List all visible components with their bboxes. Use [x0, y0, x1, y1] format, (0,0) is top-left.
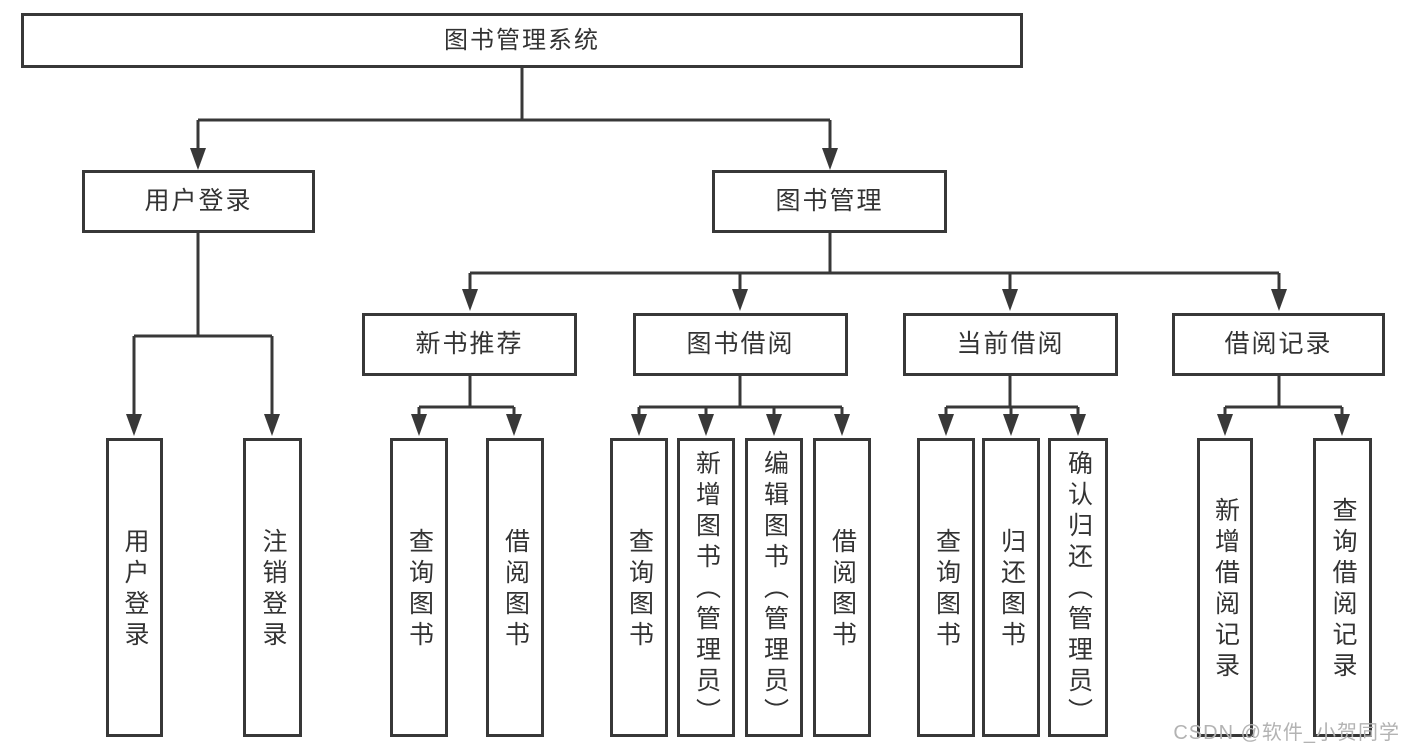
leaf-return-books: 归还图书 [982, 438, 1040, 737]
node-book-management: 图书管理 [712, 170, 947, 233]
watermark: CSDN @软件_小贺同学 [1173, 722, 1400, 744]
node-new-book-recommendation: 新书推荐 [362, 313, 577, 376]
leaf-logout: 注销登录 [243, 438, 302, 737]
leaf-query-books-recommend: 查询图书 [390, 438, 448, 737]
node-current-borrowing: 当前借阅 [903, 313, 1118, 376]
leaf-add-borrow-record: 新增借阅记录 [1197, 438, 1253, 737]
node-book-borrowing: 图书借阅 [633, 313, 848, 376]
leaf-query-books-current: 查询图书 [917, 438, 975, 737]
leaf-query-borrow-record: 查询借阅记录 [1313, 438, 1372, 737]
leaf-borrow-books: 借阅图书 [813, 438, 871, 737]
node-book-management-system: 图书管理系统 [21, 13, 1023, 68]
node-user-login: 用户登录 [82, 170, 315, 233]
leaf-borrow-books-recommend: 借阅图书 [486, 438, 544, 737]
leaf-edit-books-admin: 编辑图书（管理员） [745, 438, 803, 737]
node-borrowing-records: 借阅记录 [1172, 313, 1385, 376]
leaf-user-login: 用户登录 [106, 438, 163, 737]
leaf-confirm-return-admin: 确认归还（管理员） [1048, 438, 1108, 737]
leaf-query-books-borrow: 查询图书 [610, 438, 668, 737]
leaf-add-books-admin: 新增图书（管理员） [677, 438, 735, 737]
